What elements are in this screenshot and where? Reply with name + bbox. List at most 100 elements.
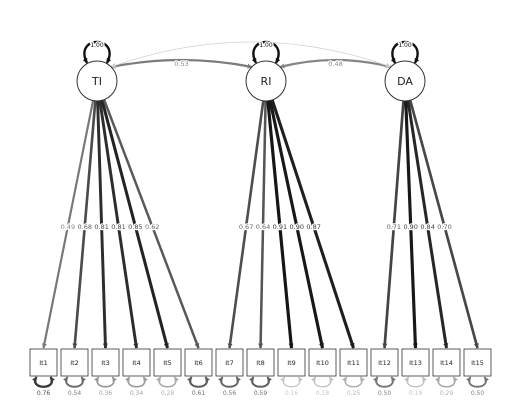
item-label: It4 <box>132 359 141 367</box>
item-box <box>370 348 399 377</box>
item-box <box>463 348 492 377</box>
correlation-arrow-ti-da <box>110 41 392 68</box>
loading-arrow <box>72 100 97 349</box>
item-label: It13 <box>409 359 422 367</box>
item-label: It5 <box>163 359 172 367</box>
residual-loop <box>32 376 55 388</box>
item-it12: It12 0.50 <box>370 348 399 397</box>
residual-label: 0.28 <box>161 390 175 397</box>
item-label: It11 <box>347 359 360 367</box>
loading-label: 0.81 <box>111 223 125 231</box>
latent-da: DA 1.00 <box>384 40 426 102</box>
loading-label: 0.49 <box>61 223 75 231</box>
item-box <box>153 348 182 377</box>
item-label: It3 <box>101 359 110 367</box>
latent-label: TI <box>91 75 102 88</box>
residual-loop <box>311 376 334 388</box>
correlation-layer <box>110 41 392 69</box>
variance-loop <box>390 40 420 64</box>
loading-arrow <box>258 100 267 349</box>
item-it9: It9 0.16 <box>277 348 306 397</box>
variance-label: 1.00 <box>90 42 104 49</box>
loading-arrow <box>227 100 265 349</box>
variance-label: 1.00 <box>259 42 273 49</box>
item-label: It7 <box>225 359 234 367</box>
item-it4: It4 0.34 <box>122 348 151 397</box>
loading-arrow <box>408 99 479 349</box>
loading-arrow <box>100 99 169 349</box>
residual-label: 0.54 <box>68 390 82 397</box>
loading-arrow <box>270 99 355 349</box>
latent-ti: TI 1.00 <box>76 40 118 102</box>
item-box <box>277 348 306 377</box>
loading-label: 0.85 <box>128 223 142 231</box>
item-it1: It1 0.76 <box>29 348 58 397</box>
item-box <box>215 348 244 377</box>
residual-label: 0.29 <box>440 390 454 397</box>
loading-arrow <box>406 100 449 349</box>
residual-loop <box>187 376 210 388</box>
loading-arrow <box>41 100 95 349</box>
loading-label: 0.68 <box>78 223 92 231</box>
loading-label: 0.64 <box>256 223 270 231</box>
item-box <box>432 348 461 377</box>
variance-loop <box>82 40 112 64</box>
item-box <box>184 348 213 377</box>
item-it3: It3 0.36 <box>91 348 120 397</box>
residual-label: 0.18 <box>316 390 330 397</box>
node-layer: TI1.00RI1.00DA1.00It10.76It20.54It30.36I… <box>29 40 492 397</box>
item-it15: It15 0.50 <box>463 348 492 397</box>
residual-loop <box>466 376 489 388</box>
residual-loop <box>94 376 117 388</box>
item-label: It15 <box>471 359 484 367</box>
item-label: It2 <box>70 359 79 367</box>
loading-label: 0.70 <box>437 223 451 231</box>
item-label: It1 <box>39 359 48 367</box>
residual-label: 0.76 <box>37 390 51 397</box>
residual-label: 0.59 <box>254 390 268 397</box>
residual-label: 0.50 <box>471 390 485 397</box>
loading-arrow <box>96 100 108 349</box>
loading-label: 0.84 <box>420 223 434 231</box>
loading-arrow <box>266 100 294 349</box>
item-it13: It13 0.19 <box>401 348 430 397</box>
residual-label: 0.61 <box>192 390 206 397</box>
residual-label: 0.19 <box>409 390 423 397</box>
residual-label: 0.50 <box>378 390 392 397</box>
residual-label: 0.36 <box>99 390 113 397</box>
residual-loop <box>435 376 458 388</box>
correlation-label: 0.53 <box>174 60 188 68</box>
loading-label: 0.90 <box>290 223 304 231</box>
item-box <box>122 348 151 377</box>
loading-arrow <box>268 100 325 349</box>
loading-label: 0.91 <box>273 223 287 231</box>
residual-loop <box>156 376 179 388</box>
residual-label: 0.16 <box>285 390 299 397</box>
residual-loop <box>404 376 427 388</box>
residual-loop <box>342 376 365 388</box>
loading-arrow <box>98 100 139 349</box>
loading-label: 0.90 <box>403 223 417 231</box>
item-label: It12 <box>378 359 391 367</box>
item-label: It9 <box>287 359 296 367</box>
residual-label: 0.34 <box>130 390 144 397</box>
loading-arrow <box>382 100 405 349</box>
item-box <box>60 348 89 377</box>
residual-loop <box>125 376 148 388</box>
loading-layer <box>41 99 479 349</box>
loading-label: 0.62 <box>145 223 159 231</box>
latent-label: DA <box>397 75 413 88</box>
variance-label: 1.00 <box>398 42 412 49</box>
variance-loop <box>251 40 281 64</box>
loading-label: 0.67 <box>239 223 253 231</box>
item-it5: It5 0.28 <box>153 348 182 397</box>
item-box <box>29 348 58 377</box>
item-box <box>91 348 120 377</box>
